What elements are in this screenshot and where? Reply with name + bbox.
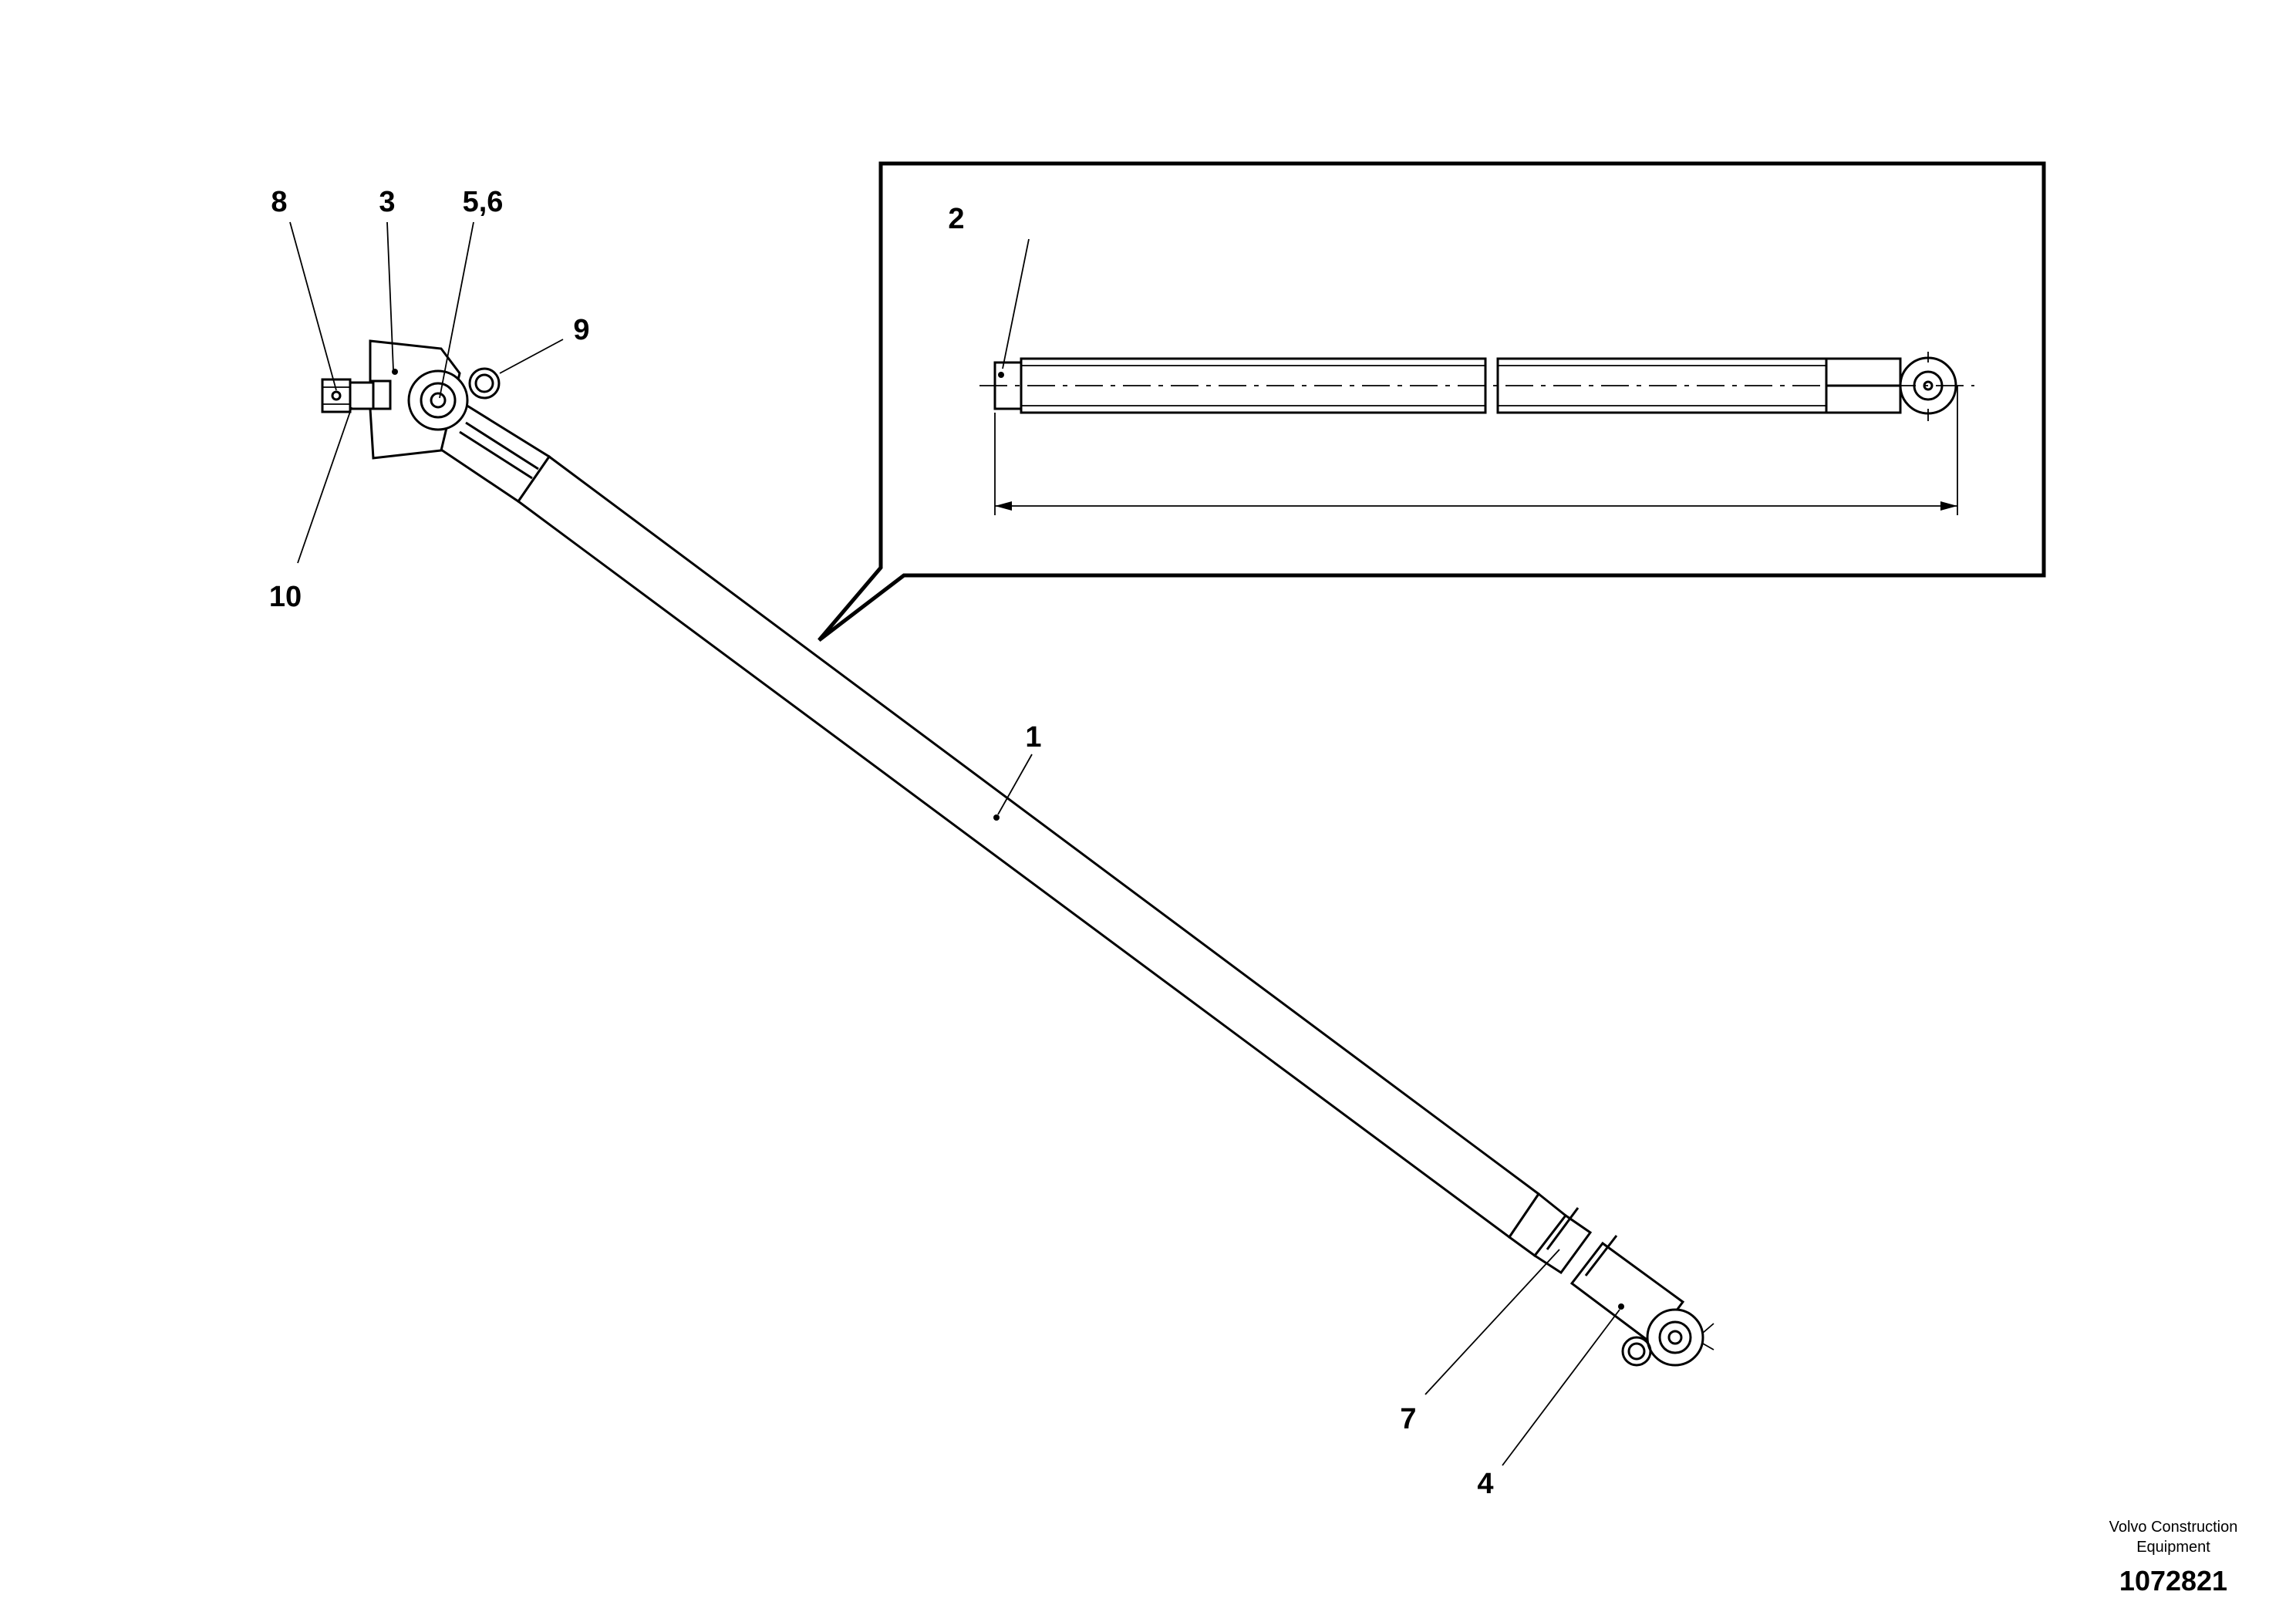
lower-rod-end-edge (1584, 1235, 1618, 1276)
inset-frame (818, 161, 2046, 642)
callout-10: 10 (269, 581, 302, 613)
title-block: Volvo Construction Equipment 1072821 (2109, 1519, 2238, 1597)
leader-1 (997, 754, 1033, 815)
bolt-shank (349, 381, 375, 410)
bracket-assembly (321, 339, 501, 460)
drawing-number: 1072821 (2119, 1565, 2227, 1597)
leader-3 (386, 221, 394, 371)
dimension-arrow-left (995, 501, 1012, 511)
tie-rod-assembly (430, 399, 1714, 1367)
callout-2: 2 (948, 203, 964, 235)
lower-ring-clip (1621, 1336, 1652, 1367)
callout-3: 3 (379, 186, 395, 218)
lower-eye-pin (1667, 1330, 1683, 1345)
detail-inset (818, 161, 2046, 642)
lower-split-pin (1702, 1323, 1714, 1351)
leader-4-dot (1618, 1303, 1624, 1310)
callout-9: 9 (573, 314, 589, 346)
leader-lines (289, 221, 1624, 1466)
upper-rod-end-band-2 (465, 421, 539, 470)
upper-rod-end-band (459, 430, 533, 480)
leader-56 (439, 221, 474, 399)
callout-4: 4 (1477, 1468, 1493, 1500)
upper-eye-pin (430, 392, 447, 409)
callout-7: 7 (1400, 1403, 1416, 1435)
leader-1-dot (993, 814, 1000, 821)
bolt-center (331, 390, 342, 401)
leader-3-dot (392, 369, 398, 375)
leader-2 (1002, 238, 1030, 369)
leader-2-dot (998, 372, 1004, 378)
callout-8: 8 (271, 186, 287, 218)
lock-nut (1532, 1213, 1593, 1275)
leader-10 (297, 406, 352, 564)
callout-labels: 1 2 3 4 5,6 7 8 9 10 (269, 186, 1494, 1500)
dimension-arrow-right (1940, 501, 1957, 511)
company-name-line2: Equipment (2136, 1539, 2210, 1556)
lock-nut-edge (1546, 1207, 1580, 1250)
callout-5-6: 5,6 (463, 186, 504, 218)
leader-7 (1424, 1249, 1560, 1395)
lower-ring-clip-inner (1627, 1342, 1646, 1361)
leader-4 (1502, 1309, 1620, 1466)
upper-ring-clip-inner (474, 373, 494, 393)
leader-8 (289, 221, 337, 391)
leader-9 (499, 339, 564, 374)
callout-1: 1 (1025, 721, 1041, 754)
company-name-line1: Volvo Construction (2109, 1519, 2238, 1536)
upper-ring-clip (468, 367, 501, 400)
